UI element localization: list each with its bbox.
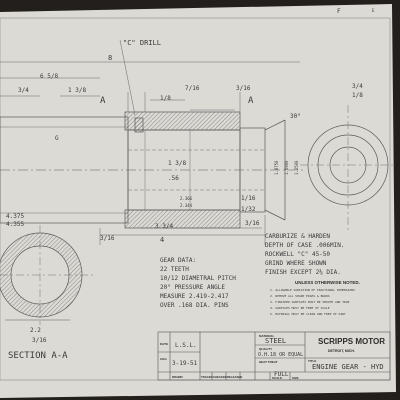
dim-chamfer: 30° — [290, 113, 301, 120]
svg-text:ROCKWELL "C" 45-50: ROCKWELL "C" 45-50 — [265, 251, 330, 258]
dim-left-b: 1 3/8 — [68, 87, 86, 94]
svg-text:22 TEETH: 22 TEETH — [160, 266, 189, 273]
dim-overall: 8 — [108, 54, 112, 62]
quality-label: QUALITY — [259, 347, 272, 351]
drawn-by: L.S.L. — [175, 342, 197, 349]
svg-text:FINISH EXCEPT 2⅜ DIA.: FINISH EXCEPT 2⅜ DIA. — [265, 269, 341, 276]
svg-text:3. FINISHED SURFACES MUST BE S: 3. FINISHED SURFACES MUST BE SMOOTH AND … — [270, 300, 350, 304]
dim-groove-a: 1/16 — [241, 195, 256, 202]
dim-low-b: 4 — [160, 236, 164, 244]
material-label: MATERIAL — [259, 334, 274, 338]
datum-a-right: A — [248, 96, 254, 106]
dim-hole-b: .56 — [168, 175, 179, 182]
company-sub: DETROIT, MICH. — [328, 349, 355, 353]
dim-mid-a: 1/8 — [160, 95, 171, 102]
bottom-dimensions — [99, 215, 266, 245]
heat-treat-label: HEAT TREAT — [259, 360, 278, 364]
paper-sheet — [0, 4, 396, 398]
vdim-2: 1.6900 — [284, 160, 289, 175]
drawing-title: ENGINE GEAR - HYD — [312, 363, 384, 371]
svg-text:DEPTH OF CASE .006MIN.: DEPTH OF CASE .006MIN. — [265, 242, 344, 249]
company-name: SCRIPPS MOTOR — [318, 337, 385, 346]
title-label: TITLE — [308, 359, 316, 363]
svg-text:5. MATERIAL MUST BE CLEAN AND: 5. MATERIAL MUST BE CLEAN AND FREE OF DI… — [270, 312, 346, 316]
dim-mid-b: 7/16 — [185, 85, 200, 92]
corner-mark: F — [337, 8, 341, 15]
vdim-1: 1.8750 — [274, 160, 279, 175]
dim-low-a: 3 3/4 — [155, 223, 173, 230]
rev-checked: CHECKED — [213, 375, 227, 379]
dim-groove-b: 1/32 — [241, 206, 256, 213]
section-view — [0, 225, 95, 325]
dim-low-left: 3/16 — [100, 235, 115, 242]
dim-bore-b: 2.344 — [180, 203, 193, 208]
dim-hole-a: 1 3/8 — [168, 160, 186, 167]
svg-text:2. REMOVE ALL SHARP EDGES & BU: 2. REMOVE ALL SHARP EDGES & BURRS — [270, 294, 330, 298]
scale-value: FULL — [274, 371, 289, 378]
heat-treat-notes: CARBURIZE & HARDEN DEPTH OF CASE .006MIN… — [265, 233, 344, 276]
gear-data-notes: GEAR DATA: 22 TEETH 10/12 DIAMETRAL PITC… — [160, 257, 236, 309]
svg-text:MEASURE 2.419-2.417: MEASURE 2.419-2.417 — [160, 293, 229, 300]
svg-text:GRIND WHERE SHOWN: GRIND WHERE SHOWN — [265, 260, 327, 267]
dim-mid-c: 3/16 — [236, 85, 251, 92]
corner-code: E — [372, 8, 375, 13]
unless-title: UNLESS OTHERWISE NOTED. — [295, 280, 360, 285]
drill-note: "C" DRILL — [123, 39, 161, 47]
section-dim-a: 4.375 — [6, 213, 24, 220]
dim-left-a: 3/4 — [18, 87, 29, 94]
svg-text:OVER .168 DIA. PINS: OVER .168 DIA. PINS — [160, 302, 229, 309]
svg-text:4. SURFACES MUST BE FREE OF SC: 4. SURFACES MUST BE FREE OF SCALE — [270, 306, 330, 310]
svg-text:10/12 DIAMETRAL PITCH: 10/12 DIAMETRAL PITCH — [160, 275, 236, 282]
end-view-dim2: 1/8 — [352, 92, 363, 99]
side-label-chg: CHG — [160, 357, 167, 361]
end-view-dim: 3/4 — [352, 83, 363, 90]
section-label: SECTION A-A — [8, 351, 68, 361]
rev-traced: TRACED — [201, 375, 213, 379]
section-dim-b: 4.355 — [6, 221, 24, 228]
general-notes: UNLESS OTHERWISE NOTED. 1. ALLOWABLE VAR… — [270, 280, 360, 316]
title-block — [157, 331, 391, 381]
section-dim-d: 3/16 — [32, 337, 47, 344]
scale-label: SCALE — [272, 376, 282, 380]
dim-bore-a: 2.366 — [180, 196, 193, 201]
svg-text:CARBURIZE & HARDEN: CARBURIZE & HARDEN — [265, 233, 330, 240]
end-view — [300, 105, 395, 230]
datum-a-left: A — [100, 96, 106, 106]
material-value: STEEL — [265, 337, 286, 345]
vdim-3: 1.2500 — [294, 160, 299, 175]
drawing-date: 3-19-51 — [172, 360, 198, 367]
part-letter: G — [55, 135, 59, 142]
section-dim-c: 2.2 — [30, 327, 41, 334]
dim-low-right: 3/16 — [245, 220, 260, 227]
side-label-date: DATE — [160, 342, 168, 346]
size-label: SIZE — [292, 376, 299, 380]
quality-value: O.H.18 OR EQUAL — [258, 352, 303, 358]
shaft-side-view — [0, 111, 305, 229]
svg-text:20° PRESSURE ANGLE: 20° PRESSURE ANGLE — [160, 284, 225, 291]
dim-left-span: 6 5/8 — [40, 73, 58, 80]
rev-drawn: DRAWN — [172, 375, 183, 379]
svg-text:1. ALLOWABLE VARIATION OF FRAC: 1. ALLOWABLE VARIATION OF FRACTIONAL DIM… — [270, 288, 355, 292]
top-dimensions — [0, 39, 300, 116]
rev-released: RELEASED — [227, 375, 242, 379]
gear-data-title: GEAR DATA: — [160, 257, 196, 264]
